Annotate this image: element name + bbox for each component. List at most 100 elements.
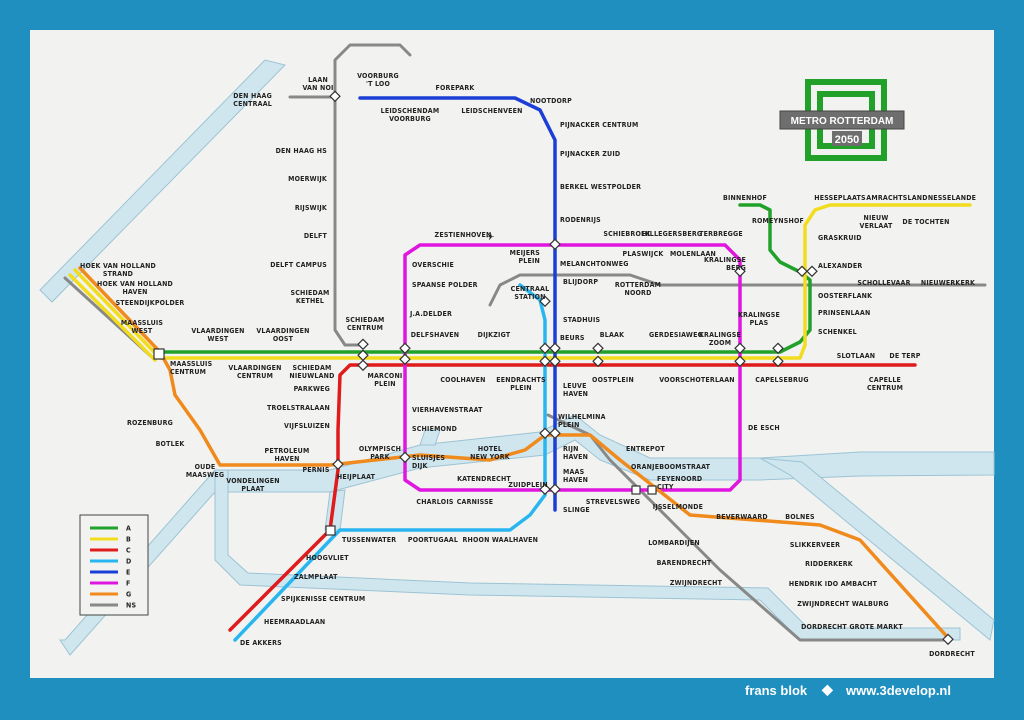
station-nieuwerkerk-line-1: NIEUWERKERK — [921, 279, 976, 287]
footer-site: www.3develop.nl — [846, 683, 951, 698]
station-marconiplein-line-1: MARCONI — [368, 372, 403, 380]
station-kralingse-zoom-line-2: ZOOM — [709, 339, 731, 347]
title-box: METRO ROTTERDAM 2050 — [779, 79, 905, 161]
station-charlois: CHARLOIS — [416, 498, 453, 506]
station-oude-maasweg-line-1: OUDE — [195, 463, 216, 471]
station-de-akkers: DE AKKERS — [240, 639, 282, 647]
station-steendijkpolder-line-1: STEENDIJKPOLDER — [116, 299, 185, 307]
station-maashaven-line-2: HAVEN — [563, 476, 588, 484]
station-den-haag-centraal-line-1: DEN HAAG — [233, 92, 272, 100]
station-slikkerveer: SLIKKERVEER — [790, 541, 840, 549]
station-oostplein-line-1: OOSTPLEIN — [592, 376, 634, 384]
water-oude-maas — [214, 469, 961, 641]
station-maassluis-centrum-line-1: MAASSLUIS — [170, 360, 213, 368]
station-strevelsweg: STREVELSWEG — [586, 498, 640, 506]
station-delfshaven: DELFSHAVEN — [411, 331, 460, 339]
station-oude-maasweg-line-2: MAASWEG — [186, 471, 224, 479]
station-bolnes-line-1: BOLNES — [785, 513, 815, 521]
station-rhoon-line-1: RHOON — [462, 536, 489, 544]
station-heijplaat: HEIJPLAAT — [337, 473, 376, 481]
title-line1: METRO ROTTERDAM — [791, 116, 894, 127]
station-berkel-line-1: BERKEL WESTPOLDER — [560, 183, 641, 191]
title-year-bg — [832, 131, 862, 146]
station-waalhaven-line-1: WAALHAVEN — [492, 536, 538, 544]
station-hillegersberg-line-1: HILLEGERSBERG — [642, 230, 703, 238]
station-ja-delder: J.A.DELDER — [409, 310, 452, 318]
station-capelsebrug: CAPELSEBRUG — [755, 376, 808, 384]
station-ridderkerk: RIDDERKERK — [805, 560, 854, 568]
legend-label-d: D — [126, 558, 131, 566]
interchange-wilhelmina — [539, 427, 551, 440]
station-blijdorp: BLIJDORP — [563, 278, 598, 286]
line-c-red — [228, 363, 917, 632]
station-spijkenisse-centrum-line-1: SPIJKENISSE CENTRUM — [281, 595, 365, 603]
legend-label-e: E — [126, 569, 131, 577]
station-hoek-strand-line-1: HOEK VAN HOLLAND — [80, 262, 156, 270]
station-dijkzigt-line-1: DIJKZIGT — [478, 331, 511, 339]
station-slotlaan: SLOTLAAN — [837, 352, 876, 360]
interchange-schiedam2 — [357, 349, 369, 362]
station-laan-van-noi-line-2: VAN NOI — [302, 84, 333, 92]
station-katendrecht-line-1: KATENDRECHT — [457, 475, 511, 483]
station-slikkerveer-line-1: SLIKKERVEER — [790, 541, 840, 549]
station-vierhavenstraat: VIERHAVENSTRAAT — [412, 406, 483, 414]
station-zuidplein-line-1: ZUIDPLEIN — [508, 481, 548, 489]
station-alexander: ALEXANDER — [818, 262, 862, 270]
station-spaanse-polder: SPAANSE POLDER — [412, 281, 478, 289]
station-waalhaven: WAALHAVEN — [492, 536, 538, 544]
station-heemraadlaan: HEEMRAADLAAN — [264, 618, 325, 626]
station-moerwijk-line-1: MOERWIJK — [288, 175, 328, 183]
station-nootdorp-line-1: NOOTDORP — [530, 97, 572, 105]
station-delft-campus: DELFT CAMPUS — [270, 261, 327, 269]
station-nieuw-verlaat-line-2: VERLAAT — [860, 222, 893, 230]
station-botlek-line-1: BOTLEK — [156, 440, 186, 448]
station-voorburg-tloo: VOORBURG'T LOO — [357, 72, 399, 88]
station-pernis-line-1: PERNIS — [302, 466, 329, 474]
station-eendrachtsplein-line-2: PLEIN — [510, 384, 532, 392]
station-schiedam-nieuwland-line-1: SCHIEDAM — [292, 364, 331, 372]
footer-logo-icon: ◆ — [822, 681, 833, 697]
station-dijkzigt: DIJKZIGT — [478, 331, 511, 339]
station-poortugaal: POORTUGAAL — [408, 536, 458, 544]
legend-label-b: B — [126, 536, 131, 544]
station-rijswijk: RIJSWIJK — [295, 204, 328, 212]
station-voorschoterlaan: VOORSCHOTERLAAN — [659, 376, 735, 384]
interchange-maassluis — [153, 348, 165, 360]
station-oostplein: OOSTPLEIN — [592, 376, 634, 384]
station-schiebroek-line-1: SCHIEBROEK — [603, 230, 651, 238]
station-rozenburg-line-1: ROZENBURG — [127, 419, 173, 427]
station-hotel-new-york-line-2: NEW YORK — [470, 453, 511, 461]
station-steendijkpolder: STEENDIJKPOLDER — [116, 299, 185, 307]
station-carnisse-line-1: CARNISSE — [457, 498, 494, 506]
station-leuvehaven-line-2: HAVEN — [563, 390, 588, 398]
legend-label-f: F — [126, 580, 131, 588]
station-laan-van-noi-line-1: LAAN — [308, 76, 328, 84]
station-nesselande-line-1: NESSELANDE — [928, 194, 976, 202]
legend-label-g: G — [126, 591, 131, 599]
station-parkweg-line-1: PARKWEG — [294, 385, 330, 393]
station-slinge-line-1: SLINGE — [563, 506, 590, 514]
station-schiedam-kethel-line-2: KETHEL — [296, 297, 324, 305]
legend-label-ns: NS — [126, 602, 136, 610]
station-zwijndrecht: ZWIJNDRECHT — [670, 579, 723, 587]
station-pijnacker-centrum-line-1: PIJNACKER CENTRUM — [560, 121, 638, 129]
station-nesselande: NESSELANDE — [928, 194, 976, 202]
station-kralingse-plas-line-1: KRALINGSE — [738, 311, 780, 319]
station-zestienhoven: ZESTIENHOVEN — [435, 231, 492, 239]
